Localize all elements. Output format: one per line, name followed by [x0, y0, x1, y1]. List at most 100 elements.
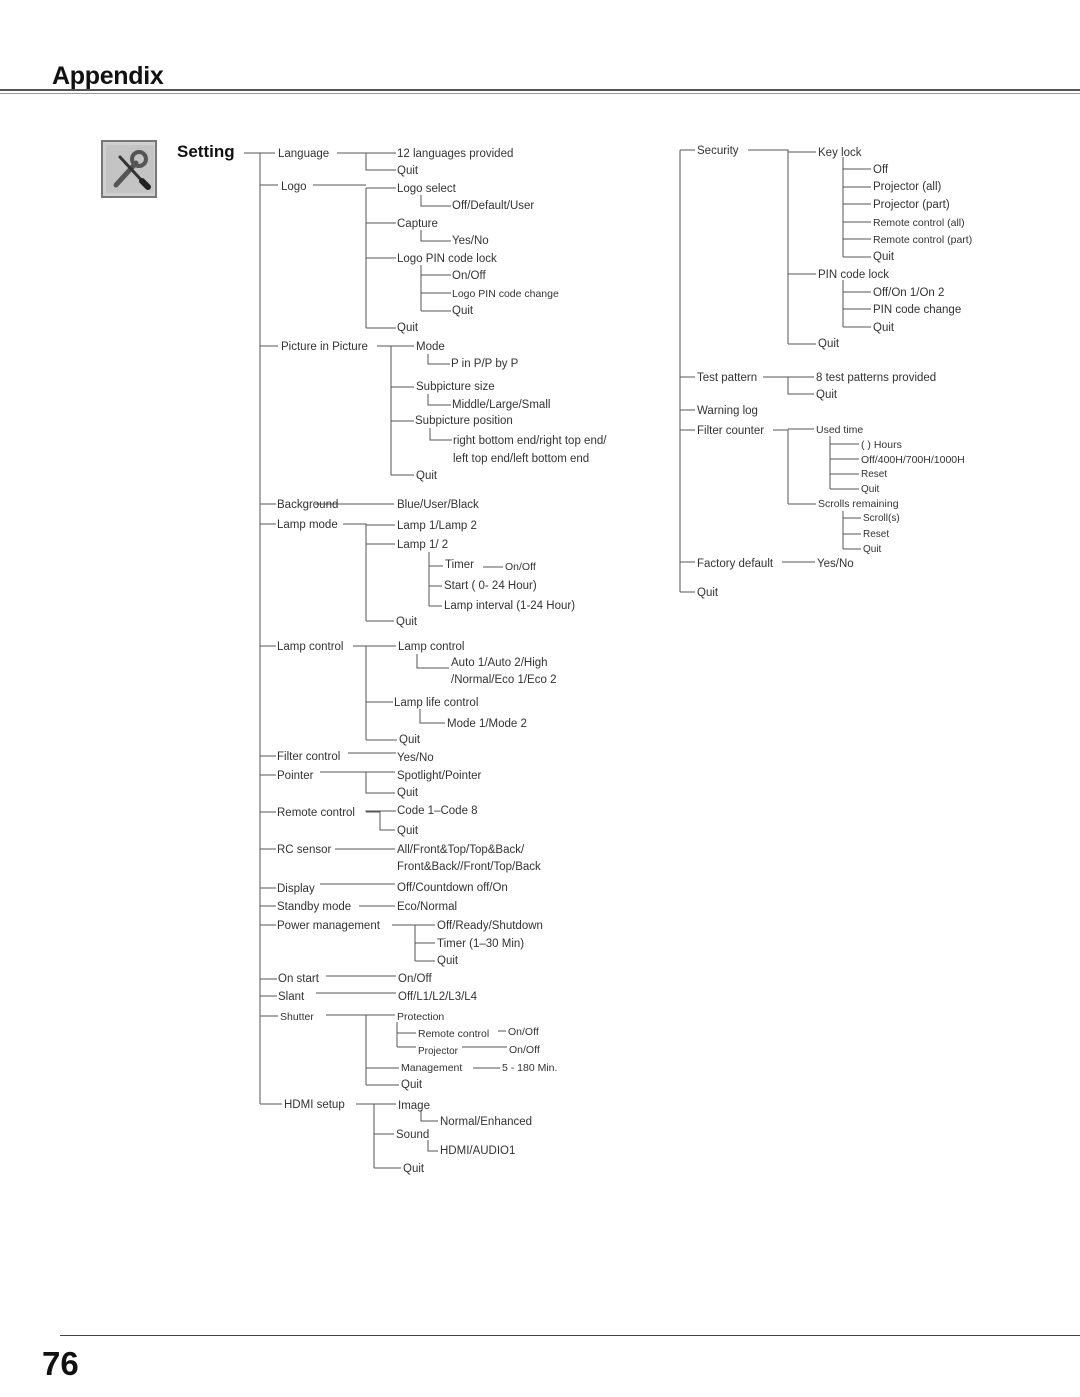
menu-item-label: Quit [452, 305, 474, 317]
menu-item-label: On/Off [508, 1026, 539, 1038]
menu-item-label: PIN code lock [818, 269, 889, 281]
header-rule-thin [0, 93, 1080, 94]
menu-item-label: Filter counter [697, 425, 765, 437]
menu-item-label: Quit [873, 251, 895, 263]
header-rule [0, 89, 1080, 91]
menu-item-label: PIN code change [873, 304, 962, 316]
menu-item-label: Key lock [818, 147, 862, 159]
menu-item-label: On/Off [509, 1044, 540, 1056]
menu-item-label: Off/Countdown off/On [397, 882, 508, 894]
menu-item-label: Middle/Large/Small [452, 399, 551, 411]
menu-item-label: Display [277, 883, 315, 895]
menu-item-label: Quit [396, 616, 418, 628]
menu-item-label: Test pattern [697, 372, 758, 384]
menu-item-label: Quit [873, 322, 895, 334]
menu-item-label: Power management [277, 920, 380, 932]
menu-item-label: Eco/Normal [397, 901, 458, 913]
menu-item-label: Normal/Enhanced [440, 1116, 533, 1128]
menu-item-label: On start [278, 973, 319, 985]
menu-item-label: Quit [403, 1163, 425, 1175]
page-header-title: Appendix [52, 62, 164, 90]
menu-item-label: Scroll(s) [863, 513, 900, 524]
menu-item-label: Quit [399, 734, 421, 746]
menu-item-label: On/Off [452, 270, 486, 282]
menu-item-label: Quit [861, 484, 880, 495]
menu-item-label: On/Off [505, 561, 536, 573]
menu-item-label: Off/400H/700H/1000H [861, 454, 965, 466]
menu-item-label: Lamp control [398, 641, 465, 653]
menu-item-label: ( ) Hours [861, 439, 902, 451]
menu-item-label: Subpicture size [416, 381, 495, 393]
menu-item-label: Off/On 1/On 2 [873, 287, 945, 299]
menu-item-label: Quit [863, 544, 882, 555]
menu-item-label: Factory default [697, 558, 774, 570]
menu-item-label: Logo select [397, 183, 456, 195]
menu-item-label: Management [401, 1062, 463, 1074]
menu-item-label: 5 - 180 Min. [502, 1062, 558, 1074]
menu-item-label: Slant [278, 991, 305, 1003]
menu-item-label: Off/Ready/Shutdown [437, 920, 543, 932]
menu-item-label: Code 1–Code 8 [397, 805, 478, 817]
menu-item-label: Lamp control [277, 641, 344, 653]
menu-item-label: Quit [397, 322, 419, 334]
menu-item-label: Warning log [697, 405, 758, 417]
menu-item-label: Yes/No [397, 752, 434, 764]
menu-item-label: Off/Default/User [452, 200, 535, 212]
menu-item-label: 8 test patterns provided [816, 372, 937, 384]
section-title: Setting [177, 142, 235, 161]
menu-item-label: Spotlight/Pointer [397, 770, 482, 782]
menu-item-label: Quit [397, 825, 419, 837]
menu-item-label: Mode 1/Mode 2 [447, 718, 527, 730]
menu-item-label: Lamp life control [394, 697, 479, 709]
menu-item-label: P in P/P by P [451, 358, 519, 370]
menu-item-label: Logo PIN code lock [397, 253, 497, 265]
menu-item-label: Logo PIN code change [452, 288, 559, 300]
menu-item-label: Yes/No [452, 235, 489, 247]
wrench-screwdriver-icon [101, 140, 157, 198]
menu-item-label: Remote control (all) [873, 217, 965, 229]
menu-item-label: 12 languages provided [397, 148, 514, 160]
menu-item-label: Blue/User/Black [397, 499, 479, 511]
menu-item-label: Timer [445, 559, 474, 571]
menu-item-label: Quit [697, 587, 719, 599]
menu-item-label: Projector [418, 1046, 459, 1057]
menu-item-label: Yes/No [817, 558, 854, 570]
menu-item-label: Logo [281, 181, 307, 193]
menu-item-label: Used time [816, 424, 864, 436]
menu-item-label: /Normal/Eco 1/Eco 2 [451, 674, 557, 686]
menu-item-label: Remote control [418, 1028, 490, 1040]
menu-item-label: Off/L1/L2/L3/L4 [398, 991, 478, 1003]
menu-item-label: Quit [416, 470, 438, 482]
menu-item-label: Reset [861, 469, 888, 480]
menu-item-label: left top end/left bottom end [453, 453, 590, 465]
menu-item-label: right bottom end/right top end/ [453, 435, 607, 447]
page-number: 76 [42, 1345, 79, 1382]
menu-item-label: Quit [397, 787, 419, 799]
menu-item-label: Off [873, 164, 889, 176]
menu-item-label: RC sensor [277, 844, 332, 856]
menu-item-label: Background [277, 499, 339, 511]
menu-item-label: Front&Back//Front/Top/Back [397, 861, 541, 873]
menu-item-label: Filter control [277, 751, 341, 763]
menu-item-label: Security [697, 145, 739, 157]
menu-item-label: Remote control [277, 807, 355, 819]
menu-item-label: Shutter [280, 1011, 314, 1023]
menu-item-label: HDMI/AUDIO1 [440, 1145, 516, 1157]
menu-item-label: Quit [816, 389, 838, 401]
menu-item-label: Lamp 1/ 2 [397, 539, 449, 551]
menu-item-label: Standby mode [277, 901, 352, 913]
menu-item-label: Scrolls remaining [818, 498, 899, 510]
footer-rule [60, 1335, 1080, 1336]
menu-item-label: Auto 1/Auto 2/High [451, 657, 548, 669]
menu-item-label: Timer (1–30 Min) [437, 938, 525, 950]
menu-item-label: Capture [397, 218, 438, 230]
menu-item-label: Quit [437, 955, 459, 967]
menu-item-label: Picture in Picture [281, 341, 368, 353]
menu-item-label: Image [398, 1100, 430, 1112]
menu-item-label: Mode [416, 341, 445, 353]
menu-item-label: Pointer [277, 770, 314, 782]
menu-item-label: HDMI setup [284, 1099, 345, 1111]
menu-item-label: Lamp mode [277, 519, 338, 531]
menu-item-label: Reset [863, 529, 890, 540]
